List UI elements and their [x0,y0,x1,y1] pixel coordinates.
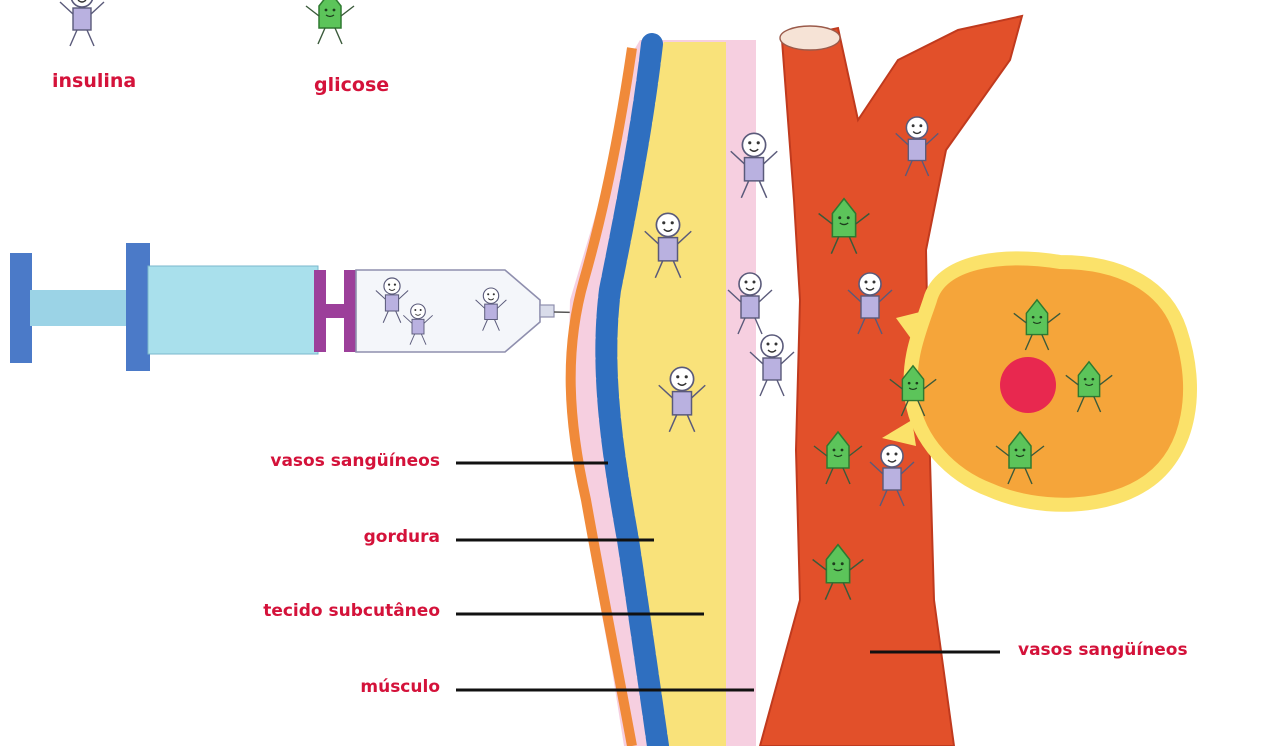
skin-layers [568,40,756,746]
insulin-legend-label: insulina [52,70,136,92]
insulin-legend-icon [60,0,104,46]
subcutaneous-label: tecido subcutâneo [180,601,440,621]
glucose-legend-label: glicose [314,74,389,96]
vessels-left-label: vasos sangüíneos [200,451,440,471]
fat-label: gordura [200,527,440,547]
vessels-right-label: vasos sangüíneos [1018,640,1188,660]
syringe [10,243,645,371]
muscle-label: músculo [200,677,440,697]
cell-nucleus [1000,357,1056,413]
glucose-legend-icon [306,0,354,44]
